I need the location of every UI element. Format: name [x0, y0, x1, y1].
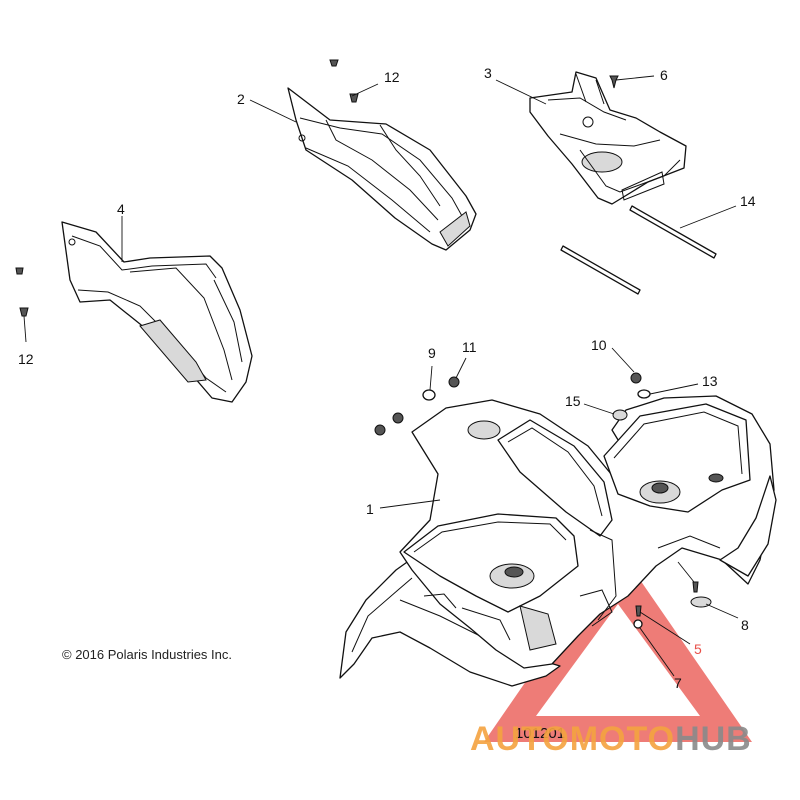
- pushpin-12-top-a: [329, 59, 339, 67]
- callout-7: 7: [674, 675, 682, 691]
- callout-3: 3: [484, 65, 492, 81]
- plate-8: [690, 596, 712, 608]
- watermark-text-part2: HUB: [675, 720, 752, 758]
- nut-b: [374, 424, 386, 436]
- washer-7: [633, 619, 643, 629]
- leader-lines: [23, 75, 739, 677]
- part-14-rods: [560, 205, 717, 295]
- callout-13: 13: [702, 373, 718, 389]
- screw-8: [692, 581, 699, 593]
- part-4-side-panel: [61, 221, 253, 403]
- nut-10: [630, 372, 642, 384]
- callout-6: 6: [660, 67, 668, 83]
- callout-15: 15: [565, 393, 581, 409]
- part-2-side-panel: [287, 87, 477, 251]
- reference-number: 101201: [515, 725, 565, 742]
- washer-13: [637, 389, 651, 399]
- callout-9: 9: [428, 345, 436, 361]
- copyright-text: © 2016 Polaris Industries Inc.: [62, 647, 232, 662]
- nut-a: [392, 412, 404, 424]
- screw-5: [635, 605, 642, 617]
- callout-11: 11: [462, 339, 477, 355]
- clip-9: [422, 389, 436, 401]
- callout-1: 1: [366, 501, 374, 517]
- nut-11: [448, 376, 460, 388]
- pushpin-12-left-b: [19, 307, 29, 317]
- callout-2: 2: [237, 91, 245, 107]
- callout-4: 4: [117, 201, 125, 217]
- callout-5: 5: [694, 641, 702, 657]
- grommet-15: [612, 409, 628, 421]
- callouts: 1 2 3 4 5 6 7 8 9 10 11 12 12 13 14 15: [18, 65, 756, 691]
- callout-14: 14: [740, 193, 756, 209]
- watermark-text: AUTOMOTOHUB: [470, 720, 752, 758]
- watermark-triangle: [484, 548, 752, 742]
- pushpin-12-left-a: [15, 267, 24, 275]
- callout-10: 10: [591, 337, 607, 353]
- part-3-center-console: [529, 71, 687, 205]
- part-1-front-fender: [339, 395, 777, 687]
- callout-12-top: 12: [384, 69, 400, 85]
- callout-12-left: 12: [18, 351, 34, 367]
- callout-8: 8: [741, 617, 749, 633]
- watermark-text-part1: AUTOMOTO: [470, 720, 675, 758]
- screw-6: [609, 75, 619, 89]
